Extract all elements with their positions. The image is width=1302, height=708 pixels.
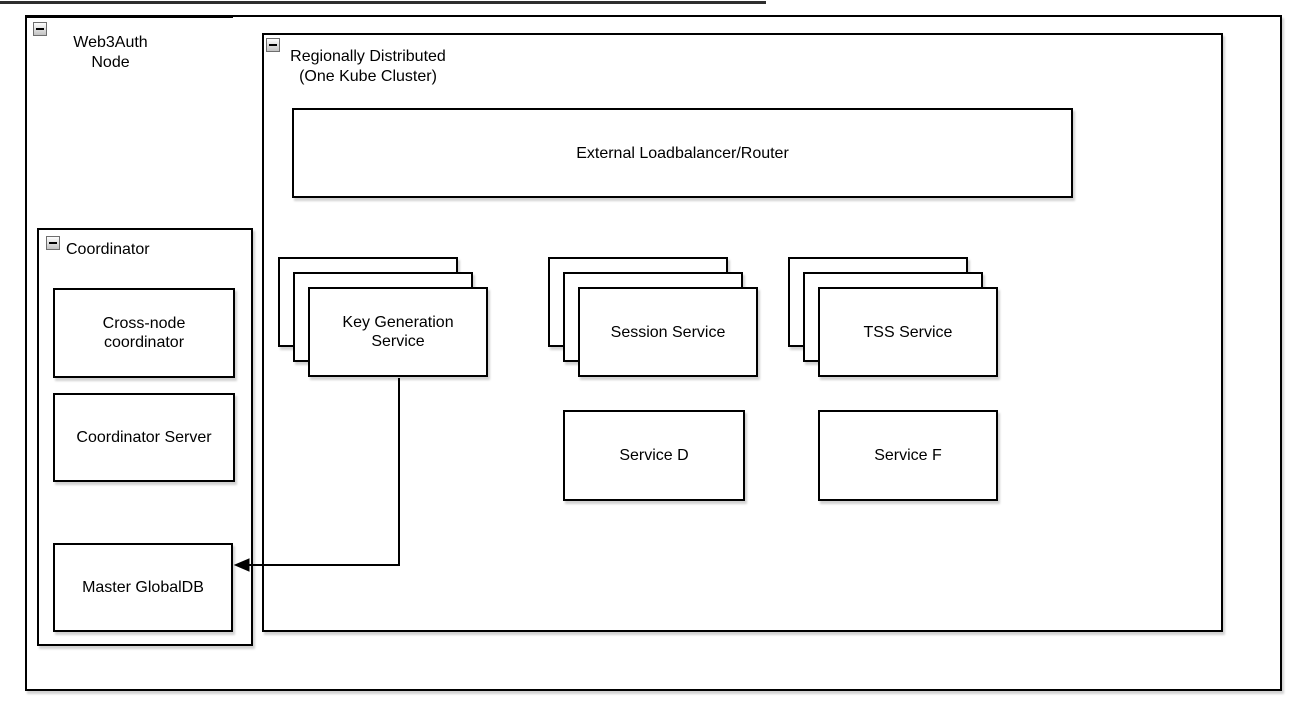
service-d-label: Service D xyxy=(619,447,689,464)
collapse-button-web3auth[interactable] xyxy=(33,22,47,36)
minus-icon xyxy=(49,242,57,244)
node-coordinator-server[interactable]: Coordinator Server xyxy=(53,393,235,482)
tss-service-label: TSS Service xyxy=(863,323,953,341)
minus-icon xyxy=(269,44,277,46)
web3auth-top-border-accent xyxy=(25,15,233,18)
coordinator-label: Coordinator xyxy=(66,241,150,258)
collapse-button-regionally-distributed[interactable] xyxy=(266,38,280,52)
session-service-label: Session Service xyxy=(610,323,726,341)
node-master-globaldb[interactable]: Master GlobalDB xyxy=(53,543,233,632)
cross-node-coordinator-label: Cross-node coordinator xyxy=(102,315,186,351)
node-tss-service[interactable]: TSS Service xyxy=(818,287,998,377)
node-cross-node-coordinator[interactable]: Cross-node coordinator xyxy=(53,288,235,378)
node-service-d[interactable]: Service D xyxy=(563,410,745,501)
node-service-f[interactable]: Service F xyxy=(818,410,998,501)
external-loadbalancer-label: External Loadbalancer/Router xyxy=(576,144,789,162)
node-session-service[interactable]: Session Service xyxy=(578,287,758,377)
minus-icon xyxy=(36,28,44,30)
cropped-top-border xyxy=(0,1,766,4)
master-globaldb-label: Master GlobalDB xyxy=(82,579,204,596)
collapse-button-coordinator[interactable] xyxy=(46,236,60,250)
node-external-loadbalancer[interactable]: External Loadbalancer/Router xyxy=(292,108,1073,198)
coordinator-server-label: Coordinator Server xyxy=(76,429,212,446)
key-generation-service-label: Key Generation Service xyxy=(342,314,454,350)
web3auth-node-label: Web3Auth Node xyxy=(73,34,148,71)
regionally-distributed-label: Regionally Distributed (One Kube Cluster… xyxy=(290,48,446,85)
service-f-label: Service F xyxy=(874,447,942,464)
node-key-generation-service[interactable]: Key Generation Service xyxy=(308,287,488,377)
